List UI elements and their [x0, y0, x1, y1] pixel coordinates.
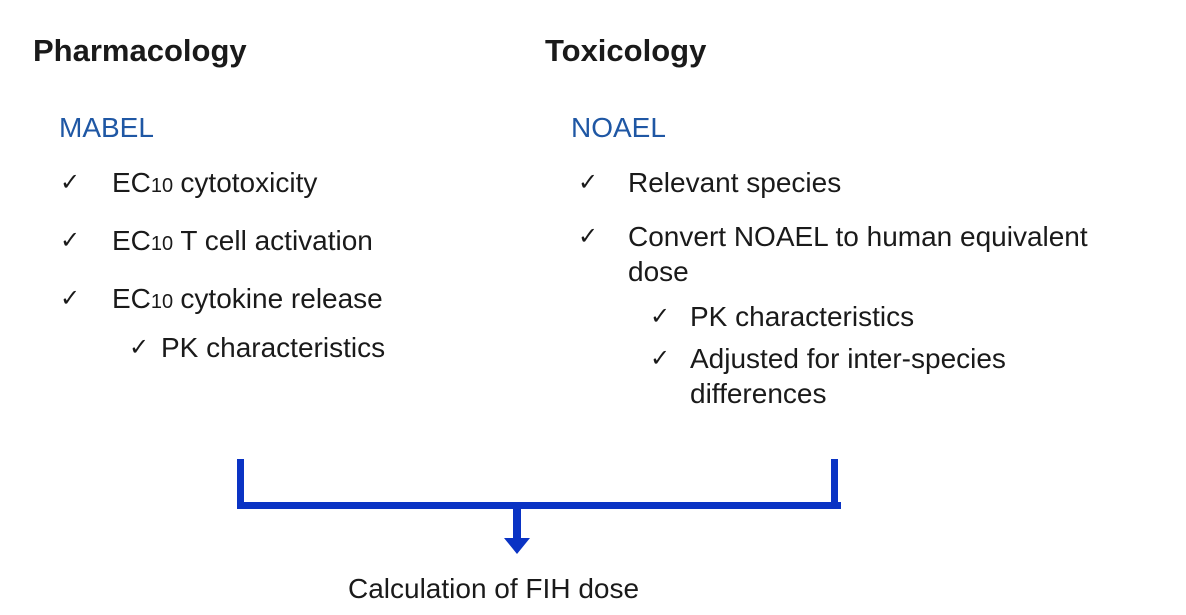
check-icon: ✓ [60, 285, 81, 312]
bullet-prefix: EC [112, 225, 151, 256]
check-icon: ✓ [578, 169, 599, 196]
bullet-prefix: EC [112, 283, 151, 314]
merge-bracket-bar [237, 502, 841, 509]
check-icon: ✓ [650, 303, 671, 330]
bullet-subscript: 10 [150, 175, 174, 197]
bullet-text: EC10 cytotoxicity [112, 165, 317, 204]
toxicology-column: Toxicology NOAEL ✓ Relevant species ✓ Co… [545, 30, 1186, 427]
bullet-rest: cytokine release [180, 283, 383, 314]
check-icon: ✓ [650, 345, 671, 372]
bullet-text: Convert NOAEL to human equivalent dose [628, 221, 1088, 287]
bullet-text: PK characteristics [161, 332, 386, 363]
merge-bracket-right-leg [831, 459, 838, 509]
pharmacology-title: Pharmacology [33, 33, 247, 68]
list-item-ec10-cytokine-release: ✓ EC10 cytokine release [33, 281, 518, 320]
list-item-pk-characteristics: ✓ PK characteristics [129, 330, 518, 365]
merge-bracket-left-leg [237, 459, 244, 509]
bullet-subscript: 10 [150, 233, 174, 255]
list-item-ec10-t-cell-activation: ✓ EC10 T cell activation [33, 223, 518, 262]
check-icon: ✓ [60, 227, 81, 254]
check-icon: ✓ [60, 169, 81, 196]
bullet-rest: cytotoxicity [180, 167, 318, 198]
down-arrow-icon [504, 538, 530, 554]
check-icon: ✓ [578, 223, 599, 250]
bullet-text: Adjusted for inter-species differences [690, 343, 1006, 409]
fih-dose-label: Calculation of FIH dose [348, 573, 640, 604]
down-arrow-stem [513, 509, 521, 539]
list-item-adjusted-interspecies: ✓ Adjusted for inter-species differences [650, 341, 1186, 411]
list-item-ec10-cytotoxicity: ✓ EC10 cytotoxicity [33, 165, 518, 204]
list-item-convert-noael: ✓ Convert NOAEL to human equivalent dose [545, 219, 1186, 289]
bullet-rest: T cell activation [180, 225, 373, 256]
bullet-text: Relevant species [628, 167, 842, 198]
bullet-text: EC10 cytokine release [112, 281, 383, 320]
noael-label: NOAEL [571, 112, 666, 143]
list-item-relevant-species: ✓ Relevant species [545, 165, 1186, 200]
bullet-text: EC10 T cell activation [112, 223, 373, 262]
bullet-text: PK characteristics [690, 301, 915, 332]
bullet-subscript: 10 [150, 291, 174, 313]
bullet-prefix: EC [112, 167, 151, 198]
toxicology-title: Toxicology [545, 33, 707, 68]
list-item-pk-characteristics: ✓ PK characteristics [650, 299, 1186, 334]
mabel-label: MABEL [59, 112, 154, 143]
check-icon: ✓ [129, 334, 150, 361]
